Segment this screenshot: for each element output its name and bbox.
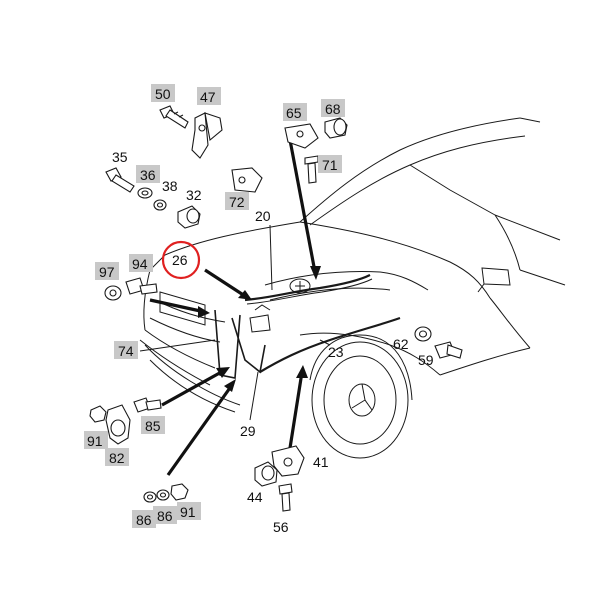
callout-47[interactable]: 47: [200, 89, 216, 105]
part-bolt-35: [105, 167, 135, 193]
part-bolt-50: [159, 105, 189, 129]
callout-41[interactable]: 41: [313, 454, 329, 470]
part-bracket-72: [231, 167, 263, 193]
callout-65[interactable]: 65: [286, 105, 302, 121]
part-screw-56: [278, 483, 293, 512]
part-clamp-82: [105, 404, 131, 445]
callout-62[interactable]: 62: [393, 336, 409, 352]
part-bushing-32: [177, 205, 201, 229]
arrow-head: [224, 379, 236, 392]
callout-20[interactable]: 20: [255, 208, 271, 224]
part-nut-91a: [89, 405, 107, 423]
callout-86[interactable]: 86: [136, 512, 152, 528]
hose-routing: [214, 274, 401, 379]
callout-97[interactable]: 97: [99, 264, 115, 280]
part-bracket-47: [191, 112, 223, 159]
callout-68[interactable]: 68: [325, 101, 341, 117]
part-nut-91b: [170, 483, 189, 501]
callout-85[interactable]: 85: [145, 418, 161, 434]
part-washers-86: [143, 489, 170, 503]
part-screw-71: [304, 155, 319, 184]
arrow-leaders: [139, 139, 331, 476]
arrow-head: [310, 266, 321, 280]
callout-highlights: [84, 84, 345, 528]
callout-59[interactable]: 59: [418, 352, 434, 368]
callout-56[interactable]: 56: [273, 519, 289, 535]
callout-26[interactable]: 26: [172, 252, 188, 268]
part-bolt-85: [133, 397, 162, 413]
callout-29[interactable]: 29: [240, 423, 256, 439]
callout-91[interactable]: 91: [87, 433, 103, 449]
arrow-head: [296, 365, 308, 378]
callout-36[interactable]: 36: [140, 167, 156, 183]
callout-86[interactable]: 86: [157, 508, 173, 524]
callout-91[interactable]: 91: [180, 504, 196, 520]
part-washer-62: [414, 326, 432, 342]
car-outline: [139, 117, 566, 459]
callout-71[interactable]: 71: [322, 157, 338, 173]
callout-94[interactable]: 94: [132, 256, 148, 272]
part-clamp-41: [271, 445, 305, 477]
callout-50[interactable]: 50: [155, 86, 171, 102]
callout-72[interactable]: 72: [229, 194, 245, 210]
part-bolt-59: [434, 341, 463, 359]
part-washer-97: [104, 285, 122, 301]
part-washer-36: [137, 187, 153, 199]
highlight-circle: [161, 240, 201, 280]
part-bolt-94: [125, 277, 158, 295]
part-spring-washer-38: [153, 199, 167, 211]
callout-32[interactable]: 32: [186, 187, 202, 203]
part-bushing-44: [254, 461, 278, 487]
arrow-head: [216, 367, 230, 378]
callout-74[interactable]: 74: [118, 343, 134, 359]
arrow-head: [198, 306, 210, 318]
callout-44[interactable]: 44: [247, 489, 263, 505]
callout-35[interactable]: 35: [112, 149, 128, 165]
callout-23[interactable]: 23: [328, 344, 344, 360]
part-bracket-65: [284, 123, 319, 149]
callout-38[interactable]: 38: [162, 178, 178, 194]
part-bushing-68: [324, 117, 348, 139]
callout-82[interactable]: 82: [109, 450, 125, 466]
arrow-head: [238, 290, 252, 300]
callout-labels: 50 47 65 68 71 35 36 38 32 72 20 26 97 9…: [87, 86, 434, 535]
